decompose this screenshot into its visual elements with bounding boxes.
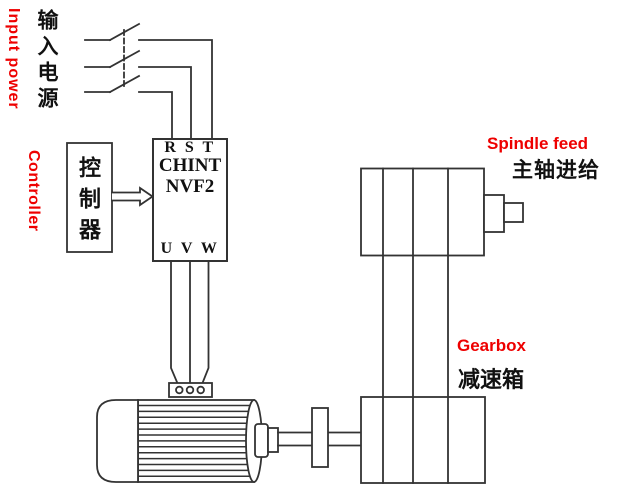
- input-power-label-zh: 输入电源: [35, 9, 58, 113]
- controller-label-zh: 控制器: [76, 156, 101, 249]
- terminal-V: [185, 385, 195, 395]
- motor-left-cap: [96, 399, 139, 483]
- wire-W: [199, 260, 210, 390]
- control-signal-arrow: [111, 186, 155, 207]
- terminal-W: [196, 385, 205, 395]
- shaft-coupling: [311, 407, 329, 468]
- spindle-feed-label-en: Spindle feed: [487, 134, 589, 153]
- motor-power-wires: [170, 260, 210, 390]
- inverter-input-terminals: R S T: [164, 139, 216, 156]
- input-power-label-en: Input power: [5, 8, 22, 110]
- motor-shaft-step2: [267, 427, 279, 453]
- gearbox-spindle-assembly: [360, 167, 524, 484]
- spindle-feed-label-zh: 主轴进给: [512, 159, 600, 182]
- power-wire-to-T: [138, 39, 213, 140]
- gearbox-label-en: Gearbox: [457, 336, 526, 355]
- input-power-switch: [84, 22, 213, 140]
- motor-terminal-box: [168, 382, 213, 398]
- gearbox-box: [360, 396, 486, 484]
- controller-box: [66, 142, 113, 253]
- motor-fins: [138, 404, 251, 478]
- spindle-shaft-step1: [483, 194, 505, 233]
- power-wire-to-S: [138, 66, 192, 140]
- inverter-brand: CHINT: [158, 155, 222, 176]
- inverter-output-terminals: U V W: [160, 240, 220, 257]
- motor-shaft-step1: [254, 423, 269, 458]
- inverter-model: NVF2: [165, 176, 215, 197]
- wire-U: [170, 260, 181, 390]
- drive-shaft: [277, 407, 362, 468]
- gearbox-label-zh: 减速箱: [458, 367, 525, 392]
- controller-label-en: Controller: [25, 150, 42, 232]
- spindle-feed-unit-box: [360, 167, 485, 257]
- power-wire-to-R: [138, 91, 173, 140]
- electric-motor: [96, 399, 279, 483]
- terminal-U: [175, 385, 184, 395]
- spindle-shaft-step2: [503, 202, 524, 223]
- assembly-divider-lines: [382, 167, 449, 484]
- switch-left-wires: [84, 39, 111, 93]
